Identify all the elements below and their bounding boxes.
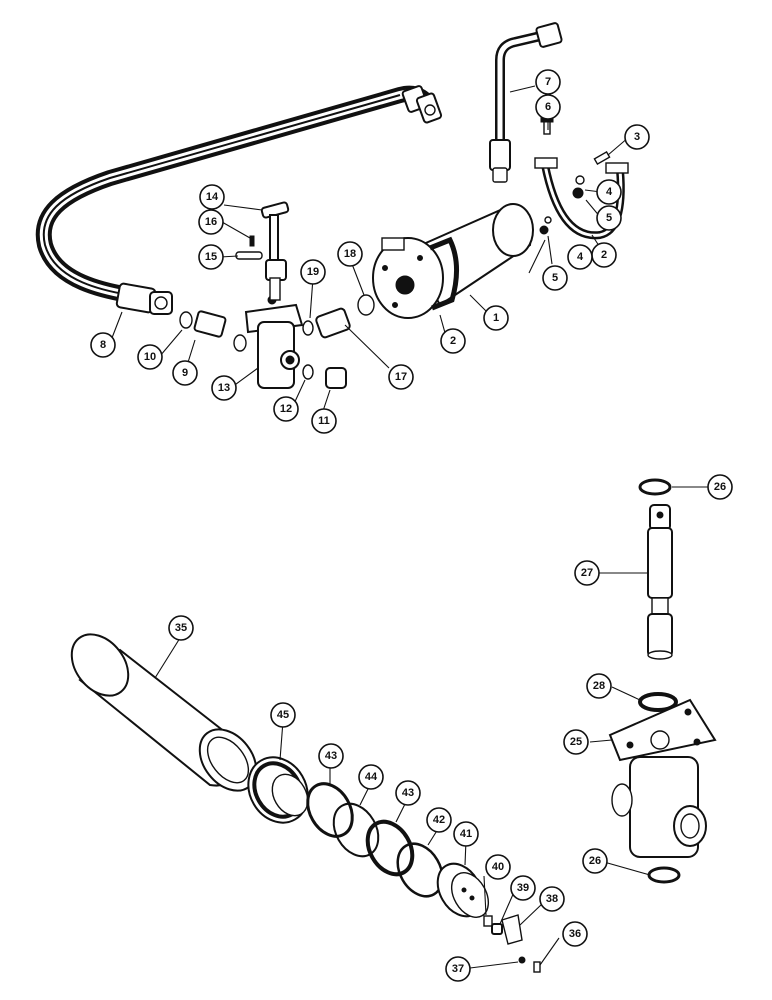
fittings-group <box>179 294 375 389</box>
hydraulic-hose-part-8 <box>35 85 443 315</box>
svg-text:43: 43 <box>325 750 337 762</box>
callout-12: 12 <box>273 396 299 422</box>
callout-27: 27 <box>574 560 600 586</box>
piston-part-45 <box>247 756 309 824</box>
callout-5: 5 <box>542 265 568 291</box>
pin-part-27 <box>647 504 673 660</box>
callout-43: 43 <box>318 743 344 769</box>
o-ring-part-28 <box>638 692 678 712</box>
callout-44: 44 <box>358 764 384 790</box>
callout-4: 4 <box>567 244 593 270</box>
callout-45: 45 <box>270 702 296 728</box>
svg-text:27: 27 <box>581 567 593 579</box>
svg-text:35: 35 <box>175 622 187 634</box>
svg-text:2: 2 <box>450 335 456 347</box>
steel-tube-part-7 <box>489 22 563 183</box>
valve-handle-part-14 <box>260 201 290 301</box>
svg-text:2: 2 <box>601 249 607 261</box>
snap-ring-part-26-top <box>638 478 672 496</box>
svg-text:12: 12 <box>280 403 292 415</box>
svg-text:11: 11 <box>318 415 330 427</box>
callout-42: 42 <box>426 807 452 833</box>
svg-text:8: 8 <box>100 339 106 351</box>
callout-36: 36 <box>562 921 588 947</box>
svg-text:43: 43 <box>402 787 414 799</box>
svg-text:5: 5 <box>606 212 612 224</box>
callout-43: 43 <box>395 780 421 806</box>
callout-26: 26 <box>582 848 608 874</box>
svg-text:9: 9 <box>182 367 188 379</box>
cylinder-barrel-part-35 <box>70 633 258 792</box>
svg-text:5: 5 <box>552 272 558 284</box>
svg-text:13: 13 <box>218 382 230 394</box>
svg-text:28: 28 <box>593 680 605 692</box>
callout-37: 37 <box>445 956 471 982</box>
svg-text:4: 4 <box>606 186 613 198</box>
callout-39: 39 <box>510 875 536 901</box>
svg-text:1: 1 <box>493 312 499 324</box>
svg-text:37: 37 <box>452 963 464 975</box>
hose-clamp-part-2-top <box>381 236 459 311</box>
svg-text:26: 26 <box>589 855 601 867</box>
svg-text:6: 6 <box>545 101 551 113</box>
svg-text:19: 19 <box>307 266 319 278</box>
svg-text:40: 40 <box>492 861 504 873</box>
callout-6: 6 <box>535 94 561 120</box>
callout-5: 5 <box>596 205 622 231</box>
callout-13: 13 <box>211 375 237 401</box>
svg-text:42: 42 <box>433 814 445 826</box>
svg-text:26: 26 <box>714 481 726 493</box>
selector-valve-part-13 <box>244 295 304 389</box>
end-cap-part-41 <box>436 862 490 918</box>
svg-text:16: 16 <box>205 216 217 228</box>
svg-text:45: 45 <box>277 709 289 721</box>
callout-3: 3 <box>624 124 650 150</box>
callout-35: 35 <box>168 615 194 641</box>
pivot-housing-part-25 <box>608 698 717 858</box>
svg-text:4: 4 <box>577 251 584 263</box>
svg-text:15: 15 <box>205 251 217 263</box>
callout-14: 14 <box>199 184 225 210</box>
callout-38: 38 <box>539 886 565 912</box>
pivot-pin-part-15-16 <box>235 235 263 260</box>
callout-41: 41 <box>453 821 479 847</box>
filter-canister-part-1 <box>372 203 534 319</box>
callout-9: 9 <box>172 360 198 386</box>
svg-text:18: 18 <box>344 248 356 260</box>
callout-18: 18 <box>337 241 363 267</box>
callout-2: 2 <box>591 242 617 268</box>
svg-text:7: 7 <box>545 76 551 88</box>
callout-11: 11 <box>311 408 337 434</box>
hardware-parts-36-40 <box>483 914 541 973</box>
svg-text:44: 44 <box>365 771 378 783</box>
svg-text:10: 10 <box>144 351 156 363</box>
svg-text:14: 14 <box>206 191 219 203</box>
callout-1: 1 <box>483 305 509 331</box>
callout-40: 40 <box>485 854 511 880</box>
svg-text:38: 38 <box>546 893 558 905</box>
callout-7: 7 <box>535 69 561 95</box>
svg-text:36: 36 <box>569 928 581 940</box>
callout-19: 19 <box>300 259 326 285</box>
svg-text:39: 39 <box>517 882 529 894</box>
svg-text:17: 17 <box>395 371 407 383</box>
callout-2: 2 <box>440 328 466 354</box>
svg-text:3: 3 <box>634 131 640 143</box>
callout-17: 17 <box>388 364 414 390</box>
callout-26: 26 <box>707 474 733 500</box>
svg-text:25: 25 <box>570 736 582 748</box>
seal-rings-parts-42-44 <box>306 782 444 898</box>
svg-text:41: 41 <box>460 828 472 840</box>
snap-ring-part-26-bottom <box>647 866 681 884</box>
mounting-strap-part-2 <box>534 157 629 240</box>
callout-10: 10 <box>137 344 163 370</box>
callout-28: 28 <box>586 673 612 699</box>
callout-15: 15 <box>198 244 224 270</box>
callout-4: 4 <box>596 179 622 205</box>
callout-25: 25 <box>563 729 589 755</box>
callout-16: 16 <box>198 209 224 235</box>
callout-8: 8 <box>90 332 116 358</box>
